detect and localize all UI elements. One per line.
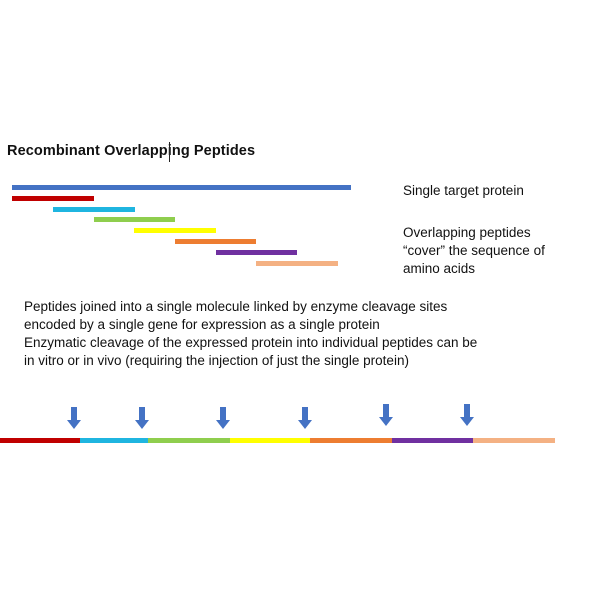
fused-segment-6 — [392, 438, 473, 443]
cleavage-arrow-icon-4 — [298, 407, 312, 429]
description-line-3: Enzymatic cleavage of the expressed prot… — [24, 335, 478, 350]
cleavage-arrow-icon-1 — [67, 407, 81, 429]
peptide-bar-6 — [216, 250, 297, 255]
text-cursor — [169, 142, 170, 162]
peptide-bar-5 — [175, 239, 256, 244]
fused-segment-4 — [230, 438, 310, 443]
peptide-bar-2 — [53, 207, 135, 212]
cleavage-arrow-icon-5 — [379, 404, 393, 426]
peptide-bar-7 — [256, 261, 338, 266]
target-protein-bar — [12, 185, 351, 190]
cleavage-arrow-icon-6 — [460, 404, 474, 426]
fused-segment-7 — [473, 438, 555, 443]
diagram-title: Recombinant Overlapping Peptides — [7, 143, 256, 159]
fused-segment-1 — [0, 438, 80, 443]
peptide-bar-4 — [134, 228, 216, 233]
description-text: Peptides joined into a single molecule l… — [24, 298, 594, 370]
target-protein-label: Single target protein — [403, 183, 524, 198]
description-line-2: encoded by a single gene for expression … — [24, 317, 380, 332]
peptide-bar-1 — [12, 196, 94, 201]
overlap-label-line-1: Overlapping peptides — [403, 225, 531, 240]
peptide-bar-3 — [94, 217, 175, 222]
overlapping-peptides-label: Overlapping peptides “cover” the sequenc… — [403, 224, 593, 278]
fused-segment-3 — [148, 438, 230, 443]
overlap-label-line-3: amino acids — [403, 261, 476, 276]
cleavage-arrow-icon-3 — [216, 407, 230, 429]
fused-segment-5 — [310, 438, 392, 443]
cleavage-arrow-icon-2 — [135, 407, 149, 429]
overlap-label-line-2: “cover” the sequence of — [403, 243, 545, 258]
description-line-4: in vitro or in vivo (requiring the injec… — [24, 353, 409, 368]
description-line-1: Peptides joined into a single molecule l… — [24, 299, 448, 314]
fused-segment-2 — [80, 438, 148, 443]
